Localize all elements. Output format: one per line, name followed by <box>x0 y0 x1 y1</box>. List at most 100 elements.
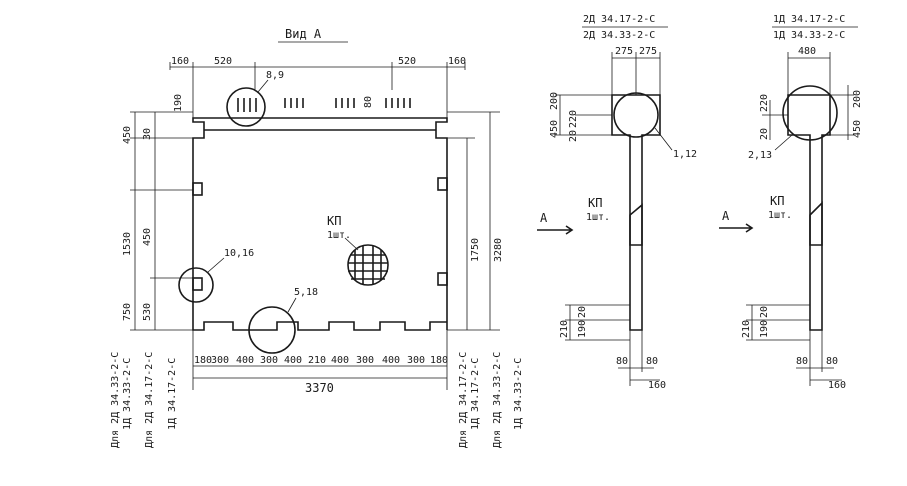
top-dim-520-right: 520 <box>398 56 416 67</box>
section-2d-bottom-dim: 80 <box>646 356 658 367</box>
right-notes: Для 2Д 34.17-2-С 1Д 34.17-2-С Для 2Д 34.… <box>458 352 524 448</box>
left-lower-lug <box>192 277 203 291</box>
section-2d-bottom-dim-lines <box>618 330 660 386</box>
bottom-dim: 180 <box>194 355 212 366</box>
left-dim-450-mid: 450 <box>142 228 153 246</box>
kp-leader <box>344 237 359 251</box>
right-lower-lug <box>437 272 448 286</box>
section-1d-bottom-dim-lines <box>796 330 842 386</box>
section-1d-right-dim-lines <box>830 85 854 140</box>
callout-10-16: 10,16 <box>224 248 254 259</box>
section-1d-kp-count: 1шт. <box>768 210 792 221</box>
top-rebar-ticks <box>237 98 411 112</box>
section-2d-top-dim: 275 <box>639 46 657 57</box>
top-vertical-190: 190 <box>173 94 184 112</box>
section-2d-top-dim-lines <box>611 52 661 95</box>
section-1d-top-dim: 480 <box>798 46 816 57</box>
section-2d-callout: 1,12 <box>673 149 697 160</box>
kp-label: КП <box>327 214 341 228</box>
left-dim-750: 750 <box>122 303 133 321</box>
section-1d-bottom-dim: 160 <box>828 380 846 391</box>
top-vertical-80: 80 <box>363 96 374 108</box>
section-2d-leader <box>654 127 673 151</box>
left-dim-30: 30 <box>142 128 153 140</box>
section-1d-bottom-dim: 80 <box>796 356 808 367</box>
left-note: 1Д 34.33-2-С <box>122 358 133 430</box>
right-dim-3280: 3280 <box>493 238 504 262</box>
section-1d-header-bottom: 1Д 34.33-2-С <box>773 30 845 41</box>
left-dim-450-top: 450 <box>122 126 133 144</box>
section-1d-kp-hatch <box>809 201 823 246</box>
section-1d-detail-circle <box>782 85 838 141</box>
section-2d-low-dim: 210 <box>559 320 570 338</box>
bottom-dim: 210 <box>308 355 326 366</box>
kp-count: 1шт. <box>327 230 351 241</box>
left-note: Для 2Д 34.17-2-С <box>144 352 155 448</box>
left-dim-lines <box>130 111 193 331</box>
top-dim-520-left: 520 <box>214 56 232 67</box>
right-note: Для 2Д 34.33-2-С <box>492 352 503 448</box>
bottom-dim: 300 <box>211 355 229 366</box>
section-1d-left-dim: 220 <box>759 94 770 112</box>
section-1d-bottom-dim: 80 <box>826 356 838 367</box>
kp-grid-mesh <box>348 246 388 284</box>
callout-8-9: 8,9 <box>266 70 284 81</box>
section-1d-leader <box>774 134 793 151</box>
detail-circle-10-16 <box>178 267 214 303</box>
section-1d-low-dim-lines <box>746 304 810 341</box>
section-2d-detail-circle <box>613 92 659 138</box>
detail-circle-5-18 <box>248 306 296 354</box>
section-1d-low-dim: 210 <box>741 320 752 338</box>
section-1d-arrow-label: А <box>722 209 730 223</box>
section-2d-kp-count: 1шт. <box>586 212 610 223</box>
section-1d-low-dim: 190 <box>759 320 770 338</box>
view-a: Вид А 8,9 10,16 5,18 <box>110 27 524 448</box>
section-1d-left-dim-lines <box>762 100 788 140</box>
section-1d-right-dim: 450 <box>852 120 863 138</box>
bottom-dim: 180 <box>430 355 448 366</box>
bottom-dim: 400 <box>382 355 400 366</box>
left-note: 1Д 34.17-2-С <box>167 358 178 430</box>
detail-circle-8-9 <box>226 87 266 127</box>
callout-5-18: 5,18 <box>294 287 318 298</box>
right-dim-lines <box>447 111 500 331</box>
section-2d-left-dim: 450 <box>549 120 560 138</box>
left-notes: Для 2Д 34.33-2-С 1Д 34.33-2-С Для 2Д 34.… <box>110 352 178 448</box>
section-1d-kp-label: КП <box>770 194 784 208</box>
section-2d-left-dim: 20 <box>568 130 579 142</box>
view-a-title: Вид А <box>285 27 322 41</box>
top-dim-160-right: 160 <box>448 56 466 67</box>
section-2d-header-top: 2Д 34.17-2-С <box>583 14 655 25</box>
panel-outline <box>192 117 448 331</box>
left-note: Для 2Д 34.33-2-С <box>110 352 121 448</box>
left-dim-1530: 1530 <box>122 232 133 256</box>
section-1d-low-dim: 20 <box>759 306 770 318</box>
leader-8-9 <box>257 79 269 93</box>
right-dim-1750: 1750 <box>470 238 481 262</box>
section-2d-left-dim: 220 <box>568 110 579 128</box>
section-1d-body <box>787 94 831 331</box>
bottom-dim: 400 <box>284 355 302 366</box>
section-1d: 1Д 34.17-2-С 1Д 34.33-2-С 480 2,13 220 2… <box>719 14 863 391</box>
top-dim-lines <box>169 62 466 118</box>
section-2d-low-dim-lines <box>565 304 630 341</box>
kp-grid-circle <box>347 244 389 286</box>
section-2d: 2Д 34.17-2-С 2Д 34.33-2-С 275 275 1,12 4… <box>537 14 697 391</box>
section-2d-low-dim: 20 <box>577 306 588 318</box>
bottom-dim: 400 <box>236 355 254 366</box>
section-1d-top-dim-lines <box>787 52 831 95</box>
bottom-dim: 300 <box>356 355 374 366</box>
bottom-dim-lines <box>192 330 448 390</box>
left-dim-530: 530 <box>142 303 153 321</box>
section-2d-arrow-icon <box>537 225 574 235</box>
right-note: Для 2Д 34.17-2-С <box>458 352 469 448</box>
section-1d-left-dim: 20 <box>759 128 770 140</box>
overall-width: 3370 <box>305 381 334 395</box>
section-2d-bottom-dim: 160 <box>648 380 666 391</box>
top-dim-160-left: 160 <box>171 56 189 67</box>
bottom-dims: 180 300 400 300 400 210 400 300 400 300 … <box>194 355 448 366</box>
left-upper-lug <box>192 182 203 196</box>
leader-5-18 <box>287 297 297 313</box>
section-2d-kp-label: КП <box>588 196 602 210</box>
